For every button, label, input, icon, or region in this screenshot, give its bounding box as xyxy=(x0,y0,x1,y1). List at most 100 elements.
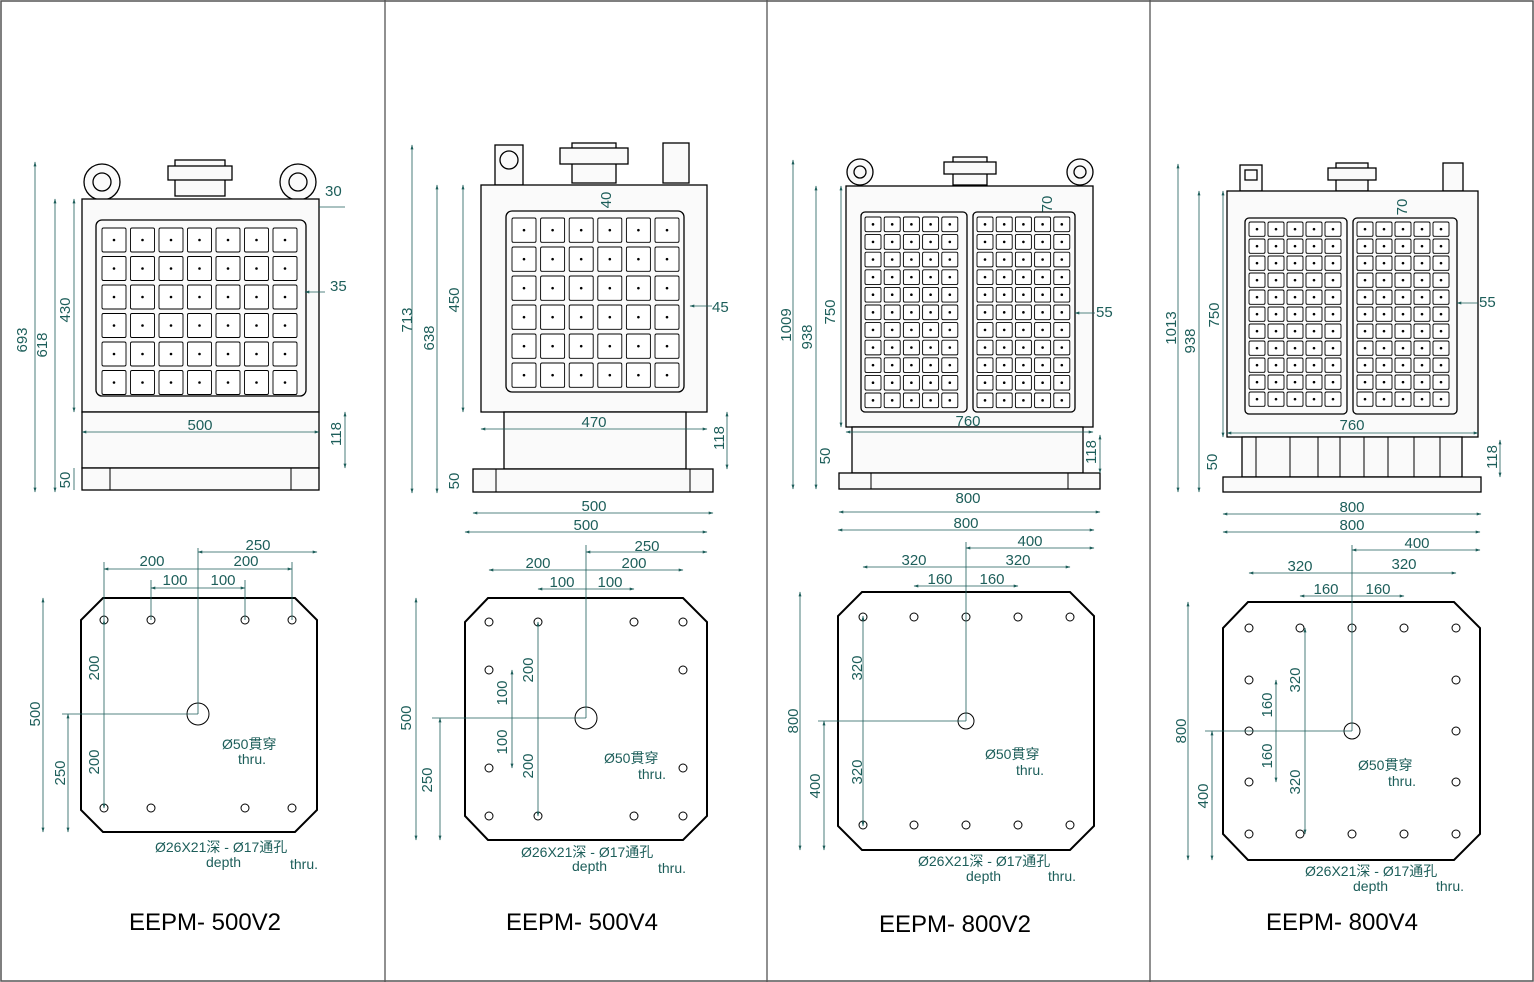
pole-dot xyxy=(1363,380,1367,384)
pole-dot xyxy=(910,223,913,226)
base-plate xyxy=(1222,476,1482,493)
connector-box xyxy=(662,142,690,184)
pole-dot xyxy=(910,346,913,349)
pole-dot xyxy=(1293,227,1297,231)
hole-thru: thru. xyxy=(1048,868,1076,884)
hole-thru: thru. xyxy=(290,856,318,872)
pole-dot xyxy=(283,381,287,384)
pole-dot xyxy=(929,346,932,349)
pole-dot xyxy=(112,238,116,242)
dim-label: 50 xyxy=(446,473,463,490)
dim-label: 320 xyxy=(1391,556,1416,573)
pole-dot xyxy=(871,275,875,279)
pole-dot xyxy=(579,315,583,319)
front-view: 713 638 450 50 40 45 470 500 118 xyxy=(399,142,729,515)
pole-dot xyxy=(1312,397,1316,401)
pole-dot xyxy=(1382,312,1386,316)
pole-dot xyxy=(948,293,952,297)
dim-label: 55 xyxy=(1096,304,1113,321)
dim-label: 800 xyxy=(953,515,978,532)
pole-dot xyxy=(1363,329,1367,333)
dim-label: 750 xyxy=(822,299,839,324)
pole-dot xyxy=(522,373,526,377)
pole-dot xyxy=(1401,227,1405,231)
pole-dot xyxy=(169,295,173,299)
pole-dot xyxy=(1363,227,1367,231)
dim-label: 160 xyxy=(927,571,952,588)
pole-dot xyxy=(929,381,932,385)
dim-label: 200 xyxy=(86,749,103,774)
pole-dot xyxy=(910,275,913,279)
pole-dot xyxy=(226,381,230,384)
mount-hole xyxy=(1244,829,1254,839)
dim-label: 250 xyxy=(245,537,270,554)
mount-hole xyxy=(1451,777,1461,787)
pole-dot xyxy=(1382,244,1386,248)
pole-dot xyxy=(169,324,173,327)
pole-dot xyxy=(1312,227,1316,231)
mount-hole xyxy=(1244,777,1254,787)
pole-dot xyxy=(1331,295,1335,299)
pole-dot xyxy=(1022,240,1025,244)
mount-hole xyxy=(909,612,919,622)
dim-label: 500 xyxy=(27,701,44,726)
lifting-eye-inner xyxy=(288,172,308,192)
dim-label: 760 xyxy=(1339,417,1364,434)
pole-dot xyxy=(1401,261,1405,265)
pole-dot xyxy=(1041,328,1044,332)
dim-label: 160 xyxy=(1365,581,1390,598)
dim-label: 100 xyxy=(494,680,511,705)
pole-dot xyxy=(1312,278,1316,282)
dim-label: 800 xyxy=(1339,499,1364,516)
pole-dot xyxy=(551,315,554,319)
pole-dot xyxy=(1274,346,1278,350)
pole-dot xyxy=(1382,346,1386,350)
magnet-skirt xyxy=(1241,436,1463,478)
mount-hole xyxy=(1451,829,1461,839)
mount-hole xyxy=(1244,675,1254,685)
mount-holes xyxy=(858,612,1075,830)
pole-dot xyxy=(283,324,287,327)
pole-dot xyxy=(983,311,987,314)
pole-dot xyxy=(608,228,612,232)
pole-dot xyxy=(1002,381,1006,385)
pole-dot xyxy=(551,344,554,348)
pole-dot xyxy=(948,399,952,402)
pole-dot xyxy=(1022,399,1025,402)
dim-label: 200 xyxy=(520,753,537,778)
pole-dot xyxy=(983,223,987,226)
pole-dot xyxy=(1420,346,1424,350)
pole-dot xyxy=(226,295,230,299)
pole-dot xyxy=(983,275,987,279)
pole-dot xyxy=(1293,363,1297,367)
dim-label: 320 xyxy=(1287,667,1304,692)
pole-dot xyxy=(929,399,932,402)
pole-dot xyxy=(929,293,932,297)
pole-dot xyxy=(665,257,669,261)
pole-dot xyxy=(1060,293,1064,297)
pole-dot xyxy=(608,373,612,377)
mount-hole xyxy=(1244,623,1254,633)
pole-dot xyxy=(1022,258,1025,261)
pole-grid xyxy=(1248,221,1450,407)
lifting-eye-inner xyxy=(853,165,867,179)
dim-label: 693 xyxy=(14,327,31,352)
pole-dot xyxy=(1060,258,1064,261)
dim-label: 250 xyxy=(634,538,659,555)
pole-dot xyxy=(169,381,173,384)
pole-dot xyxy=(910,363,913,367)
pole-dot xyxy=(522,228,526,232)
pole-dot xyxy=(1382,363,1386,367)
pole-dot xyxy=(522,315,526,319)
pole-dot xyxy=(1002,240,1006,244)
dim-label: 200 xyxy=(86,655,103,680)
pole-dot xyxy=(1363,346,1367,350)
pole-dot xyxy=(283,295,287,299)
pole-dot xyxy=(1002,346,1006,349)
pole-dot xyxy=(1312,380,1316,384)
pole-dot xyxy=(226,352,230,356)
front-view: 1009 938 750 50 70 55 760 800 118 xyxy=(778,156,1113,514)
dim-label: 250 xyxy=(52,760,69,785)
pole-dot xyxy=(1293,397,1297,401)
mount-hole xyxy=(1295,829,1305,839)
